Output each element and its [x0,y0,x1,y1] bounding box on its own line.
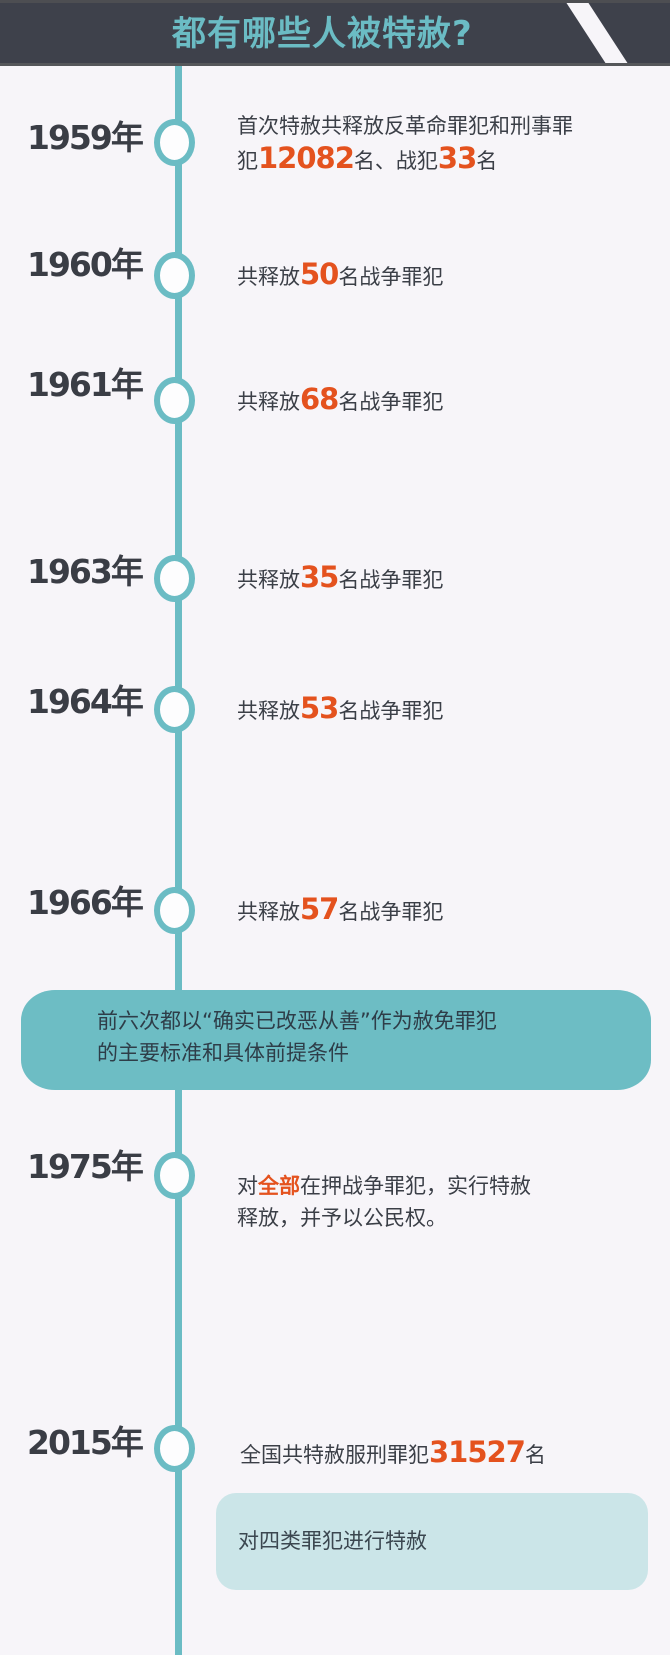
highlight-number: 33 [437,141,477,175]
timeline-desc-2015: 全国共特赦服刑罪犯31527名 [240,1436,546,1471]
desc-text: 在押战争罪犯，实行特赦 [300,1174,531,1198]
summary-note-box: 前六次都以“确实已改恶从善”作为赦免罪犯 的主要标准和具体前提条件 [21,990,651,1090]
highlight-number: 31527 [429,1435,526,1469]
timeline-year-1963: 1963年 [27,552,144,591]
desc-text: 共释放 [237,390,300,414]
highlight-number: 35 [300,560,339,594]
subnote-box: 对四类罪犯进行特赦 [216,1493,648,1590]
timeline-year-1960: 1960年 [27,245,144,284]
highlight-number: 12082 [258,141,355,175]
desc-text: 全国共特赦服刑罪犯 [240,1443,429,1467]
timeline-year-1959: 1959年 [27,118,144,157]
highlight-number: 57 [300,892,339,926]
timeline-desc-1959: 首次特赦共释放反革命罪犯和刑事罪 犯12082名、战犯33名 [237,110,573,177]
timeline-desc-1966: 共释放57名战争罪犯 [237,893,443,928]
timeline-year-2015: 2015年 [27,1423,144,1462]
note-line-2: 的主要标准和具体前提条件 [97,1041,349,1065]
desc-text: 名 [476,149,498,173]
desc-text: 共释放 [237,900,300,924]
desc-text: 共释放 [237,699,300,723]
timeline-desc-1975: 对全部在押战争罪犯，实行特赦 释放，并予以公民权。 [237,1170,531,1234]
timeline-node-circle-icon [154,887,195,934]
timeline-desc-1964: 共释放53名战争罪犯 [237,692,443,727]
timeline-year-1975: 1975年 [27,1147,144,1186]
timeline-node-circle-icon [154,377,195,424]
timeline-node-circle-icon [154,1152,195,1199]
highlight-number: 68 [300,382,339,416]
timeline-desc-1963: 共释放35名战争罪犯 [237,561,443,596]
timeline-year-1966: 1966年 [27,883,144,922]
timeline-desc-1961: 共释放68名战争罪犯 [237,383,443,418]
subnote-text: 对四类罪犯进行特赦 [238,1529,427,1553]
desc-line-2: 犯12082名、战犯33名 [237,142,573,177]
desc-text: 名战争罪犯 [338,390,444,414]
highlight-number: 53 [300,691,339,725]
timeline-year-1961: 1961年 [27,365,144,404]
highlight-word: 全部 [258,1174,300,1198]
desc-text: 共释放 [237,265,300,289]
header-banner: 都有哪些人被特赦? [0,0,670,66]
note-line-1: 前六次都以“确实已改恶从善”作为赦免罪犯 [97,1009,497,1033]
desc-text: 名战争罪犯 [338,900,444,924]
timeline-year-1964: 1964年 [27,682,144,721]
desc-text: 名战争罪犯 [338,699,444,723]
timeline-desc-1960: 共释放50名战争罪犯 [237,258,443,293]
desc-line-2: 释放，并予以公民权。 [237,1206,447,1230]
page-title: 都有哪些人被特赦? [172,14,473,54]
desc-text: 名、战犯 [353,149,438,173]
diagonal-stripe-decoration [560,3,647,63]
timeline-node-circle-icon [154,686,195,733]
timeline-node-circle-icon [154,252,195,299]
timeline-axis [175,66,182,1655]
desc-line-1: 对全部在押战争罪犯，实行特赦 [237,1170,531,1202]
timeline-node-circle-icon [154,119,195,166]
desc-text: 名战争罪犯 [338,265,444,289]
desc-text: 对 [237,1174,258,1198]
desc-text: 犯 [237,149,258,173]
timeline-node-circle-icon [154,1425,195,1472]
desc-line-1: 首次特赦共释放反革命罪犯和刑事罪 [237,114,573,138]
desc-text: 共释放 [237,568,300,592]
highlight-number: 50 [300,257,339,291]
timeline-node-circle-icon [154,555,195,602]
desc-text: 名战争罪犯 [338,568,444,592]
desc-text: 名 [524,1443,546,1467]
